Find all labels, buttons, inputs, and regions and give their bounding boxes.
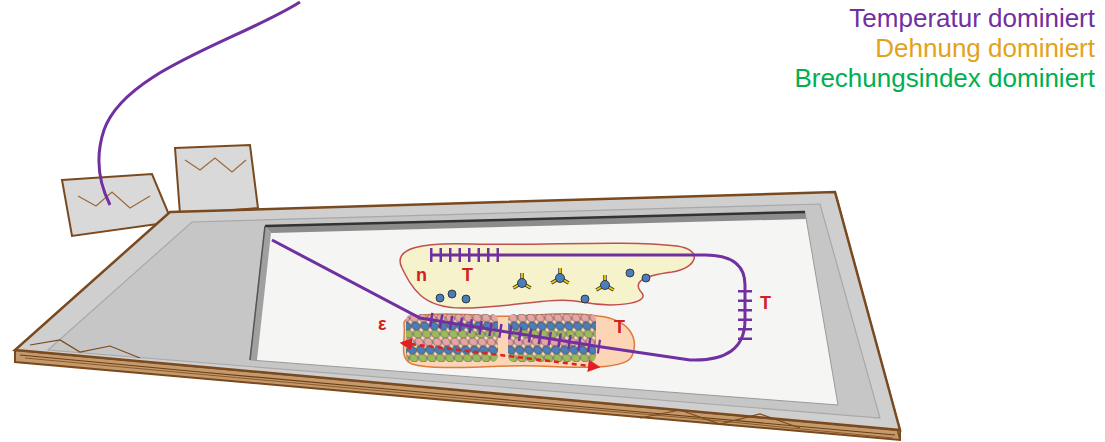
tab-seal-line <box>185 158 246 172</box>
cell-top-face <box>15 192 900 430</box>
window-bevel <box>250 226 271 360</box>
fiber-grating <box>738 290 752 340</box>
region-outline <box>404 314 635 368</box>
optical-fiber <box>99 2 300 205</box>
window-edge <box>250 226 265 360</box>
legend-text: Dehnung dominiert <box>875 33 1095 63</box>
electrode-particles <box>406 314 498 362</box>
seal-crease <box>640 410 800 428</box>
legend-sample: Brechungsindex dominiert <box>794 63 1095 93</box>
region-outline <box>392 238 702 310</box>
quantity-symbol: T <box>462 266 473 284</box>
electrolyte-molecules <box>436 268 650 303</box>
strain-arrow <box>402 343 598 367</box>
region-blob: nT <box>392 238 702 310</box>
fiber-grating <box>430 248 505 262</box>
quantity-symbol: T <box>760 294 771 312</box>
legend-sample: Temperatur dominiert <box>794 3 1095 33</box>
window-edge <box>265 212 805 226</box>
seal-crease <box>30 340 140 358</box>
electrode-particles <box>508 314 596 362</box>
legend-sample: Dehnung dominiert <box>794 33 1095 63</box>
cell-window <box>250 212 838 405</box>
optical-fiber <box>272 240 745 360</box>
region-blob: εT <box>398 312 638 370</box>
legend: Temperatur dominiertDehnung dominiertBre… <box>794 3 1095 93</box>
window-bevel <box>265 212 806 233</box>
quantity-symbol: T <box>614 318 625 336</box>
fiber-grating <box>430 320 600 347</box>
region-outline <box>398 312 638 370</box>
tab-seal-line <box>78 192 150 208</box>
legend-text: Brechungsindex dominiert <box>794 63 1095 93</box>
quantity-symbol: ε <box>378 315 387 333</box>
quantity-symbol: n <box>416 266 427 284</box>
cell-seal-rim <box>48 204 880 418</box>
legend-text: Temperatur dominiert <box>849 3 1095 33</box>
cell-tab <box>175 145 258 214</box>
region-outline <box>400 243 694 308</box>
